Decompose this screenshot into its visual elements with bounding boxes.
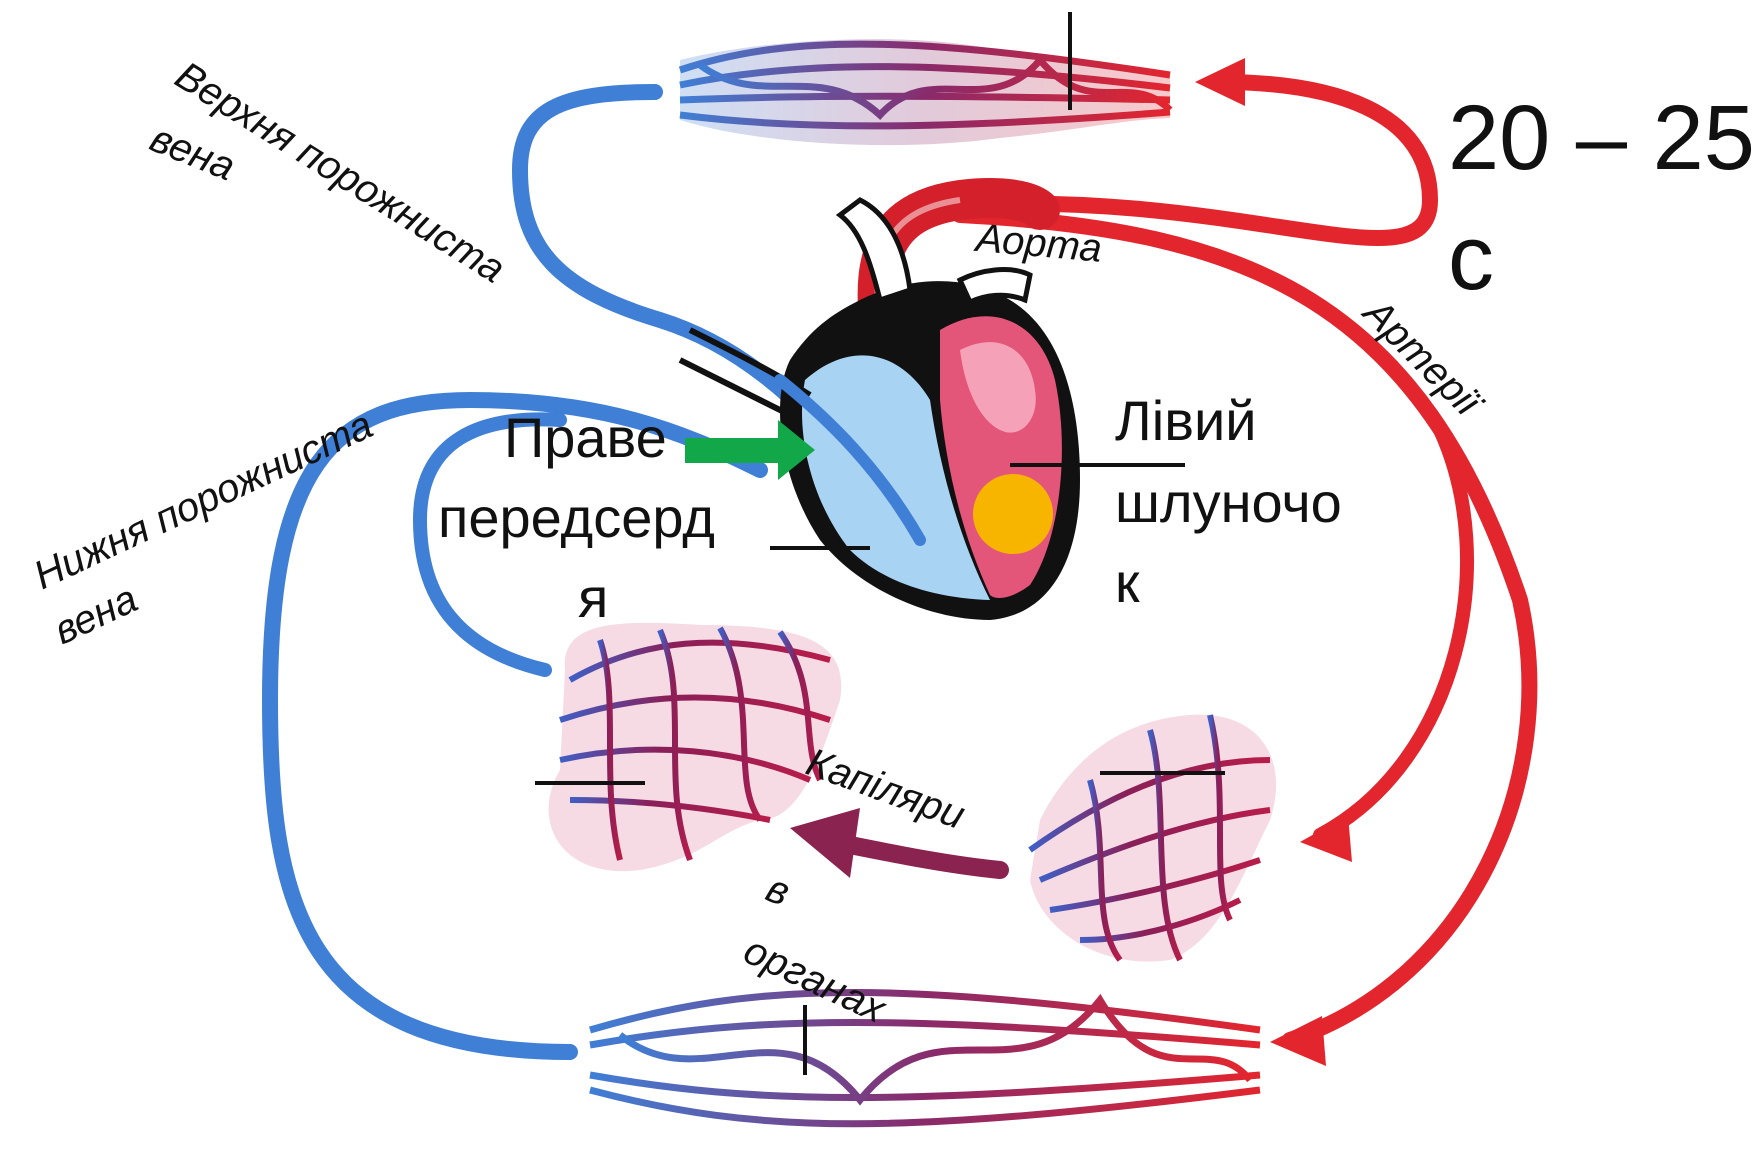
capillary-flow-arrow [790,808,1000,878]
capillary-bed-bottom [590,993,1260,1124]
label-left-ventricle-3: к [1115,555,1140,611]
label-right-atrium-3: я [578,570,608,626]
label-right-atrium-1: Праве [504,410,667,466]
label-right-atrium-2: передсерд [438,490,715,546]
orange-marker-dot [973,474,1053,554]
label-left-ventricle-2: шлуночо [1115,475,1342,531]
label-left-ventricle-1: Лівий [1115,393,1257,449]
capillary-bed-organ-right [1030,715,1276,962]
label-time-1: 20 – 25 [1448,92,1755,184]
capillary-bed-top [680,39,1170,145]
label-time-2: с [1448,212,1494,304]
label-aorta: Аорта [975,218,1104,269]
